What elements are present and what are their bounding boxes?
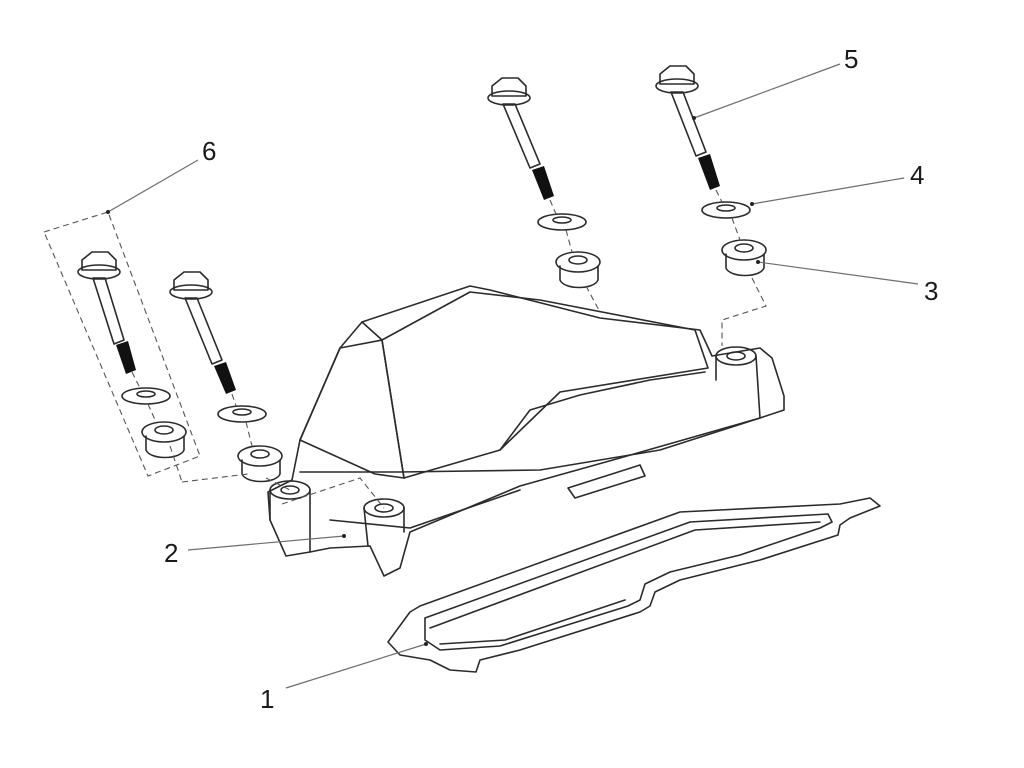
cover-part <box>267 285 785 577</box>
washer-b <box>217 405 267 423</box>
bolt-assembly-c <box>487 77 601 289</box>
washer-d <box>701 201 751 219</box>
callout-2: 2 <box>164 538 179 568</box>
bolt-assembly-b <box>169 271 283 483</box>
callout-5: 5 <box>844 44 859 74</box>
bolt-assembly-a <box>77 251 187 459</box>
grommet-c <box>555 251 601 289</box>
bolt-d <box>655 65 720 190</box>
callout-6: 6 <box>202 136 217 166</box>
bolt-assembly-d <box>655 65 767 277</box>
callout-1: 1 <box>260 684 275 714</box>
bolt-a <box>77 251 136 374</box>
gasket-part <box>387 497 881 673</box>
grommet-d <box>721 239 767 277</box>
leader-lines <box>106 63 919 689</box>
bolt-c <box>487 77 554 200</box>
washer-a <box>121 387 171 405</box>
callout-3: 3 <box>924 276 939 306</box>
alignment-lines <box>43 189 767 509</box>
washer-c <box>537 213 587 231</box>
grommet-b <box>237 445 283 483</box>
callout-4: 4 <box>910 160 925 190</box>
grommet-a <box>141 421 187 459</box>
bolt-b <box>169 271 236 394</box>
